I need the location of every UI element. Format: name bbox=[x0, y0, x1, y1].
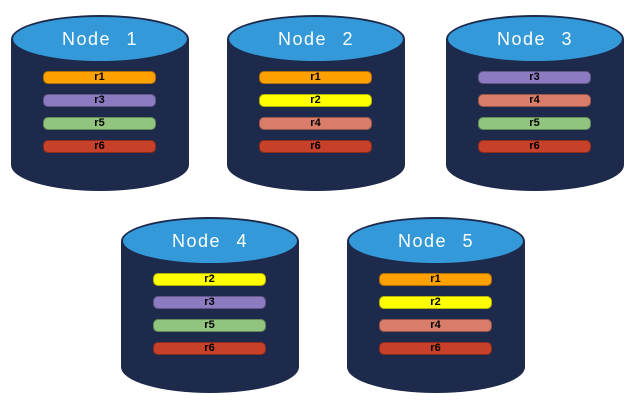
cylinder-top-ellipse: Node 3 bbox=[446, 15, 624, 63]
cylinder-body bbox=[347, 241, 525, 393]
replica-bar-list: r1 r2 r4 r6 bbox=[259, 71, 372, 163]
replica-bar: r3 bbox=[43, 94, 156, 107]
replica-bar: r1 bbox=[43, 71, 156, 84]
node-1-cylinder: Node 1 r1 r3 r5 r6 bbox=[11, 15, 189, 191]
replica-bar: r2 bbox=[153, 273, 266, 286]
node-3-cylinder: Node 3 r3 r4 r5 r6 bbox=[446, 15, 624, 191]
cylinder-body bbox=[11, 39, 189, 191]
replica-bar-list: r2 r3 r5 r6 bbox=[153, 273, 266, 365]
replica-bar: r6 bbox=[259, 140, 372, 153]
node-5-cylinder: Node 5 r1 r2 r4 r6 bbox=[347, 217, 525, 393]
cylinder-top-ellipse: Node 5 bbox=[347, 217, 525, 265]
replica-bar: r6 bbox=[379, 342, 492, 355]
replica-bar: r6 bbox=[43, 140, 156, 153]
replica-bar-list: r3 r4 r5 r6 bbox=[478, 71, 591, 163]
replica-bar: r6 bbox=[478, 140, 591, 153]
cylinder-top-ellipse: Node 4 bbox=[121, 217, 299, 265]
node-title: Node 1 bbox=[61, 29, 139, 49]
replica-bar: r3 bbox=[478, 71, 591, 84]
node-title: Node 4 bbox=[171, 231, 249, 251]
cylinder-body bbox=[121, 241, 299, 393]
replica-bar: r4 bbox=[478, 94, 591, 107]
replica-bar: r2 bbox=[259, 94, 372, 107]
cylinder-body bbox=[446, 39, 624, 191]
node-4-cylinder: Node 4 r2 r3 r5 r6 bbox=[121, 217, 299, 393]
replica-bar-list: r1 r2 r4 r6 bbox=[379, 273, 492, 365]
replica-bar: r1 bbox=[259, 71, 372, 84]
replica-bar-list: r1 r3 r5 r6 bbox=[43, 71, 156, 163]
node-title: Node 3 bbox=[496, 29, 574, 49]
cylinder-top-ellipse: Node 1 bbox=[11, 15, 189, 63]
replica-bar: r5 bbox=[153, 319, 266, 332]
node-title: Node 2 bbox=[277, 29, 355, 49]
replica-bar: r3 bbox=[153, 296, 266, 309]
cylinder-body bbox=[227, 39, 405, 191]
node-2-cylinder: Node 2 r1 r2 r4 r6 bbox=[227, 15, 405, 191]
node-title: Node 5 bbox=[397, 231, 475, 251]
replica-bar: r5 bbox=[43, 117, 156, 130]
replica-bar: r1 bbox=[379, 273, 492, 286]
replica-bar: r2 bbox=[379, 296, 492, 309]
replica-bar: r6 bbox=[153, 342, 266, 355]
cylinder-top-ellipse: Node 2 bbox=[227, 15, 405, 63]
replica-bar: r5 bbox=[478, 117, 591, 130]
replica-bar: r4 bbox=[379, 319, 492, 332]
replica-bar: r4 bbox=[259, 117, 372, 130]
